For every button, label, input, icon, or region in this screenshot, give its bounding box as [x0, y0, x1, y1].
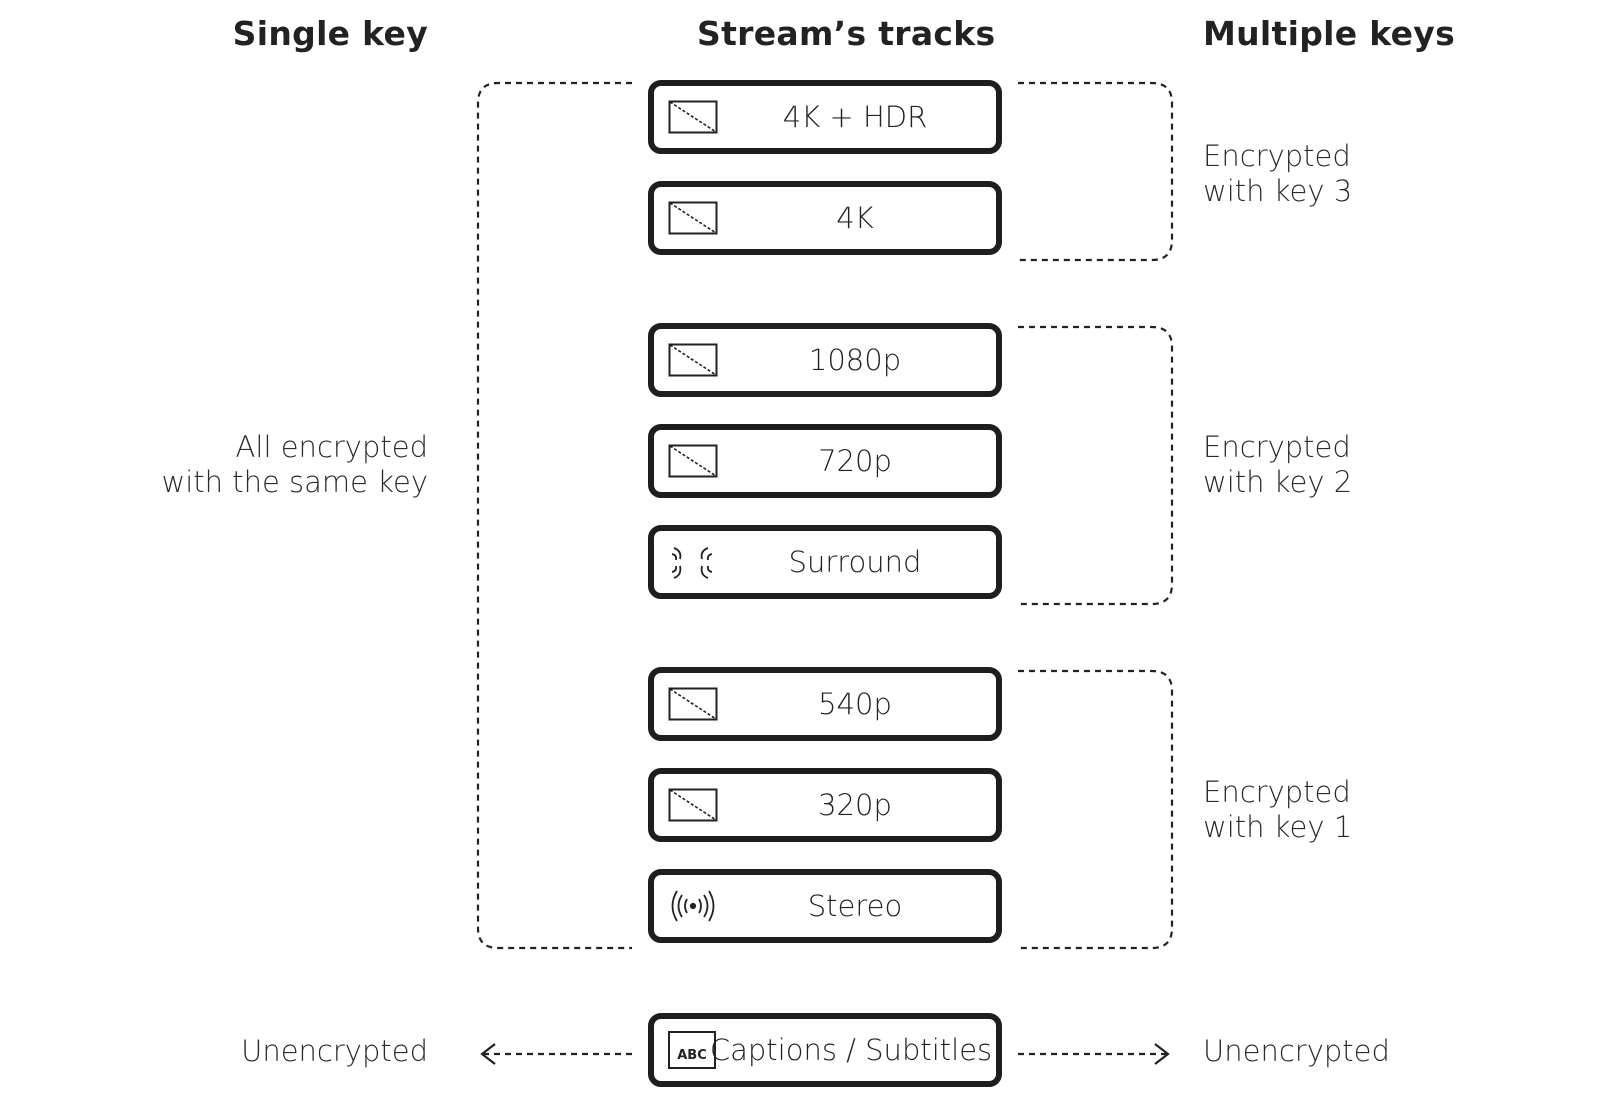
video-icon — [668, 444, 718, 478]
track-captions: ABC Captions / Subtitles — [648, 1013, 1002, 1087]
key1-bracket — [1018, 669, 1174, 950]
track-label: 540p — [818, 687, 892, 721]
track-label: 4K + HDR — [782, 100, 928, 134]
single-key-note-line2: with the same key — [161, 465, 428, 499]
single-key-bracket — [476, 81, 632, 950]
track-label: Stereo — [807, 889, 903, 923]
single-key-note-line1: All encrypted — [235, 430, 428, 464]
left-arrowhead-icon — [480, 1043, 496, 1065]
track-label: 320p — [818, 788, 892, 822]
track-label: Surround — [788, 545, 922, 579]
key2-note-line2: with key 2 — [1203, 465, 1353, 499]
key3-note-line2: with key 3 — [1203, 174, 1353, 208]
video-icon — [668, 343, 718, 377]
track-4k-hdr: 4K + HDR — [648, 80, 1002, 154]
track-surround: Surround — [648, 525, 1002, 599]
video-icon — [668, 687, 718, 721]
track-540p: 540p — [648, 667, 1002, 741]
key2-bracket — [1018, 325, 1174, 606]
track-label: Captions / Subtitles — [709, 1033, 993, 1067]
key3-bracket — [1018, 81, 1174, 262]
captions-icon: ABC — [668, 1031, 716, 1069]
track-320p: 320p — [648, 768, 1002, 842]
video-icon — [668, 201, 718, 235]
multiple-keys-heading: Multiple keys — [1203, 14, 1456, 53]
single-key-heading: Single key — [232, 14, 428, 53]
track-label: 720p — [818, 444, 892, 478]
stream-tracks-heading: Stream’s tracks — [697, 14, 996, 53]
single-key-note: All encrypted with the same key — [161, 430, 428, 500]
track-4k: 4K — [648, 181, 1002, 255]
key1-note-line1: Encrypted — [1203, 775, 1351, 809]
right-arrowhead-icon — [1154, 1043, 1170, 1065]
track-label: 4K — [836, 201, 874, 235]
surround-audio-icon — [671, 547, 713, 579]
track-720p: 720p — [648, 424, 1002, 498]
video-icon — [668, 788, 718, 822]
key2-note-line1: Encrypted — [1203, 430, 1351, 464]
key1-note-line2: with key 1 — [1203, 810, 1353, 844]
single-key-captions-note: Unencrypted — [241, 1034, 428, 1068]
captions-icon-text: ABC — [677, 1048, 707, 1063]
track-label: 1080p — [808, 343, 902, 377]
key2-note: Encrypted with key 2 — [1203, 430, 1352, 500]
key3-note: Encrypted with key 3 — [1203, 139, 1352, 209]
track-1080p: 1080p — [648, 323, 1002, 397]
multiple-keys-captions-note: Unencrypted — [1203, 1034, 1390, 1068]
video-icon — [668, 100, 718, 134]
stereo-audio-icon — [671, 890, 715, 922]
key3-note-line1: Encrypted — [1203, 139, 1351, 173]
track-stereo: Stereo — [648, 869, 1002, 943]
key1-note: Encrypted with key 1 — [1203, 775, 1352, 845]
